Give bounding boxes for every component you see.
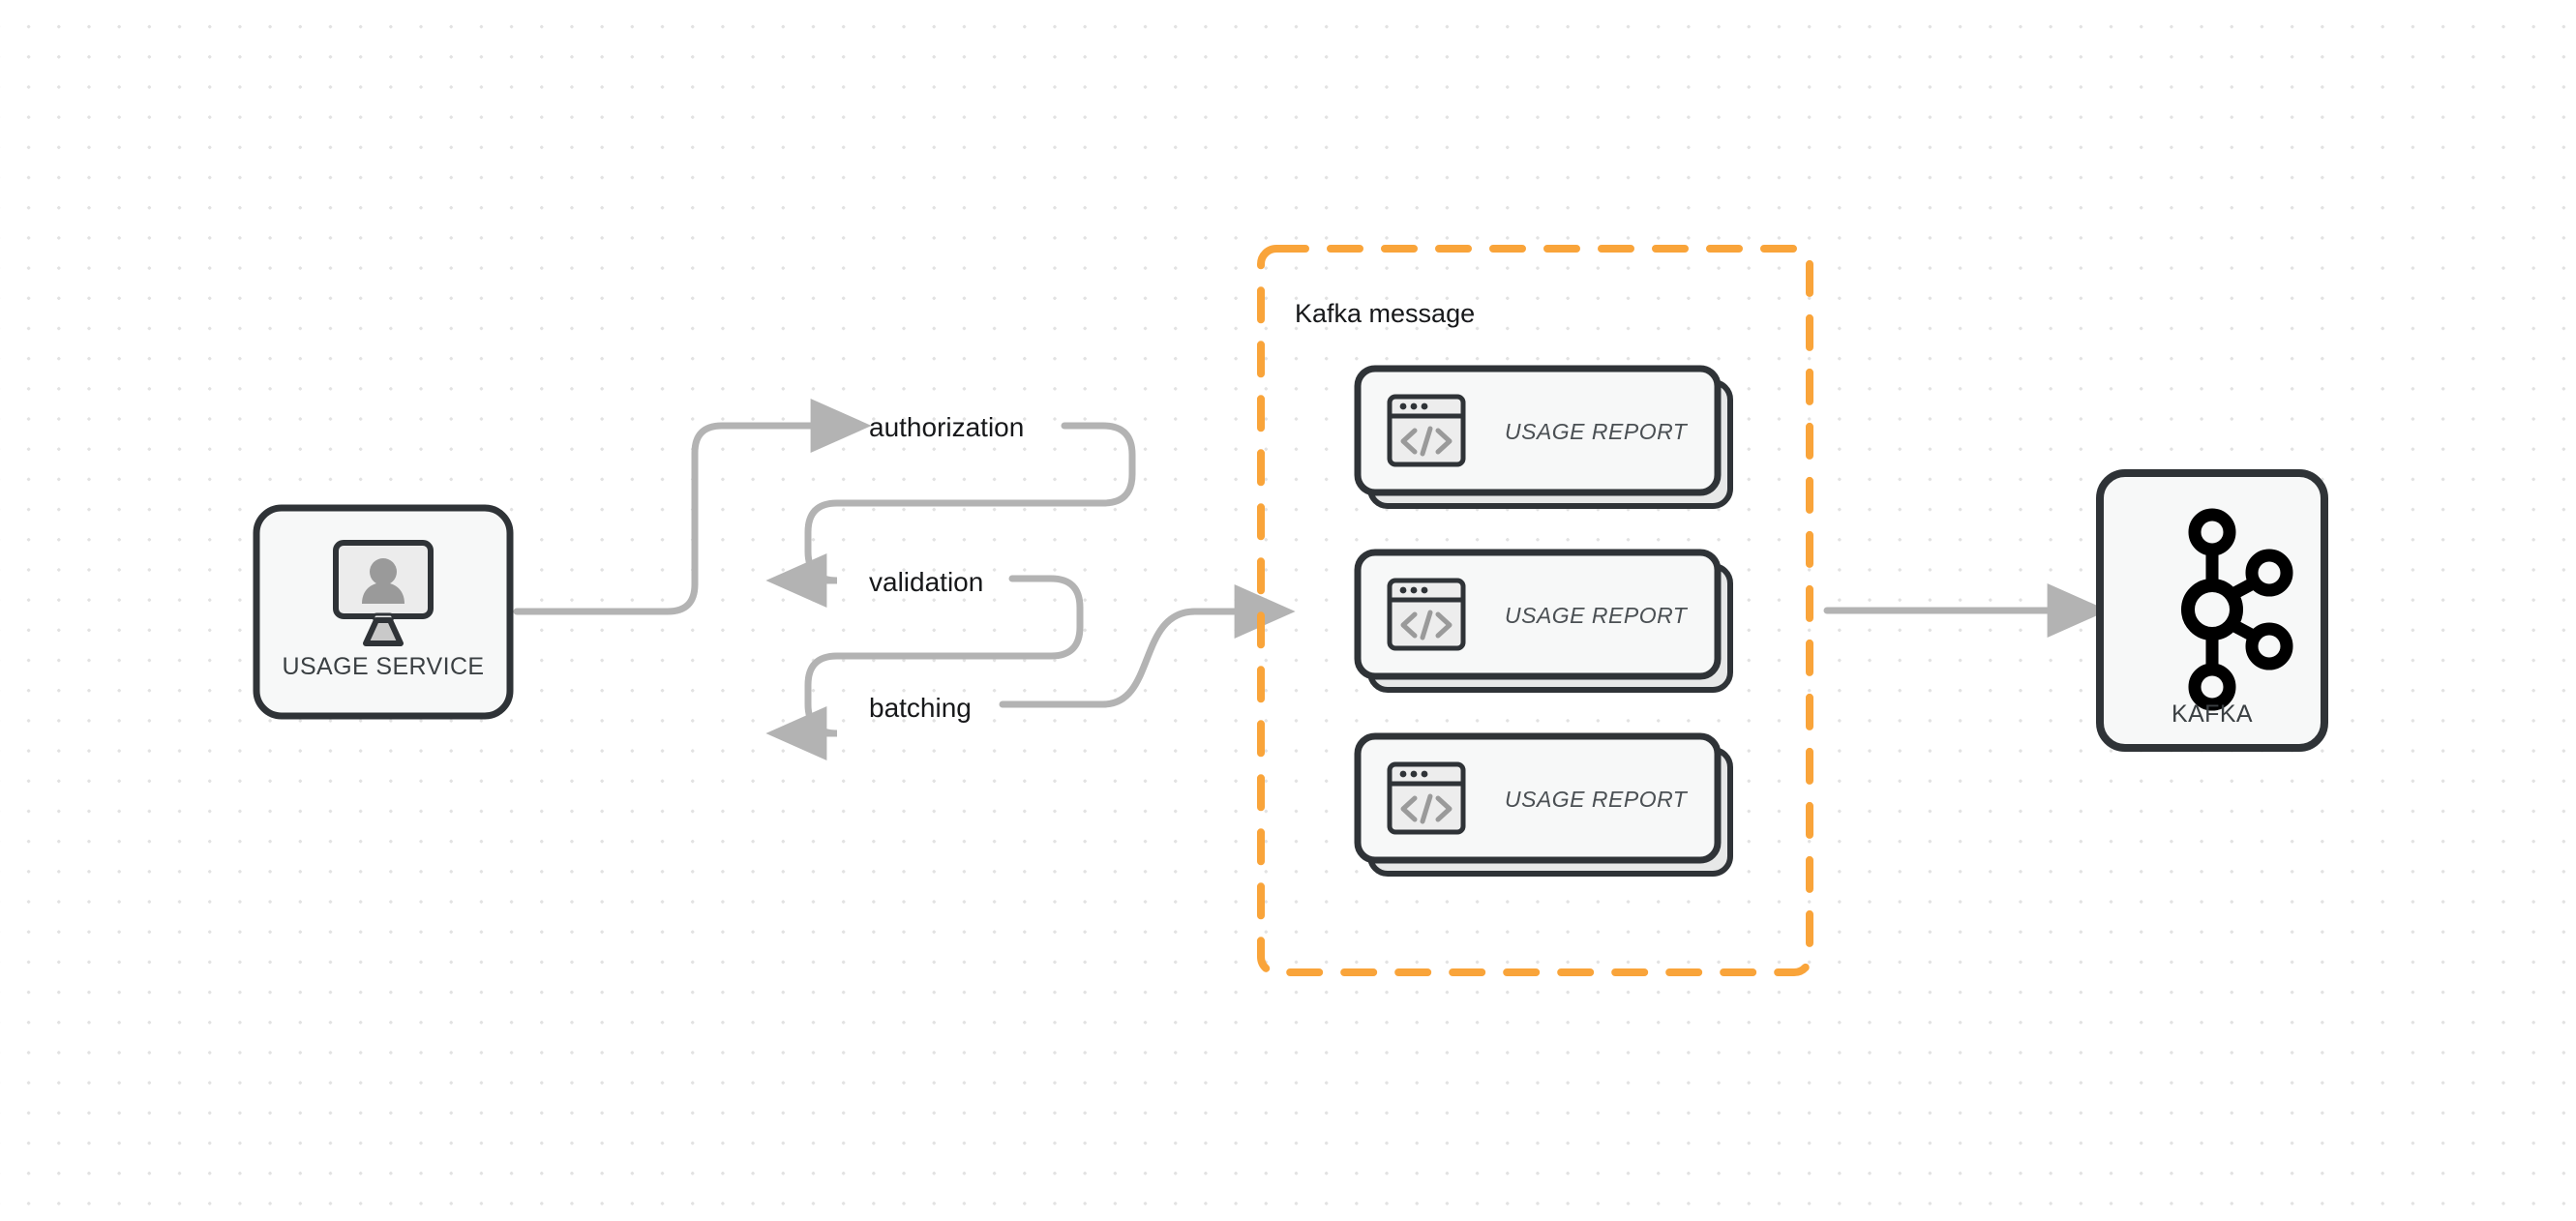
- node-usage-service[interactable]: USAGE SERVICE: [253, 504, 514, 720]
- connector-usage-service-to-authorization: [513, 399, 872, 615]
- group-kafka-message-title: Kafka message: [1295, 299, 1475, 328]
- card-usage-report[interactable]: USAGE REPORT: [1354, 732, 1733, 877]
- code-window-icon: [1387, 394, 1466, 467]
- card-usage-report-label: USAGE REPORT: [1505, 787, 1689, 812]
- card-usage-report-label: USAGE REPORT: [1505, 603, 1689, 628]
- card-usage-report[interactable]: USAGE REPORT: [1354, 365, 1733, 509]
- node-kafka-caption: KAFKA: [2172, 700, 2253, 728]
- connector-batching-to-kafka-message: [999, 584, 1296, 708]
- connector-authorization-to-validation: [765, 422, 1136, 608]
- pipeline-step-authorization[interactable]: authorization: [869, 412, 1024, 442]
- pipeline-step-validation[interactable]: validation: [869, 567, 983, 597]
- card-usage-report-label: USAGE REPORT: [1505, 419, 1689, 444]
- pipeline-step-batching[interactable]: batching: [869, 693, 972, 723]
- kafka-logo-icon: [2181, 508, 2293, 711]
- code-window-icon: [1387, 761, 1466, 835]
- node-usage-service-label: USAGE SERVICE: [283, 653, 485, 680]
- card-usage-report[interactable]: USAGE REPORT: [1354, 549, 1733, 693]
- group-kafka-message[interactable]: Kafka message USAGE REPORT: [1257, 245, 1813, 976]
- node-kafka[interactable]: KAFKA KAFKA: [2096, 469, 2328, 752]
- connector-validation-to-batching: [765, 575, 1084, 760]
- code-window-icon: [1387, 578, 1466, 651]
- monitor-user-icon: [333, 540, 434, 646]
